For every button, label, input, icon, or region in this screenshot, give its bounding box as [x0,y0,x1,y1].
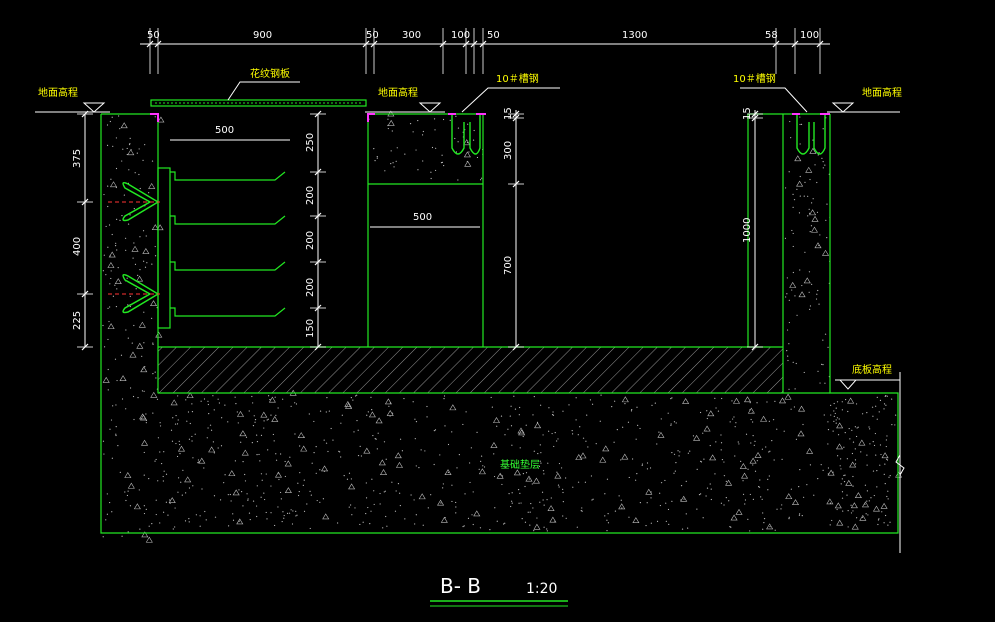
far-right-dim-label: 15 [742,107,753,120]
trench-dimension-line [515,110,756,347]
title-block: B- B 1:20 [430,574,568,607]
channel-steel-right [792,113,830,155]
checker-plate [150,99,375,122]
top-dim-label: 50 [147,30,160,41]
steps-dim-label: 200 [305,186,316,205]
ground-level-right-label: 地面高程 [862,86,902,99]
section-title: B- B [440,574,481,598]
concrete-texture [102,110,903,543]
leader-lines [227,81,808,113]
checker-plate-label: 花纹钢板 [250,67,290,80]
top-dim-label: 1300 [622,30,647,41]
steps-dimension-line [170,114,480,347]
top-dim-label: 900 [253,30,272,41]
channel-steel-left [448,113,486,155]
top-dimension-ticks [146,28,824,74]
elevation-markers [35,102,905,553]
trench-dim-label: 700 [503,256,514,275]
top-dim-label: 300 [402,30,421,41]
scale-label: 1:20 [526,581,557,597]
top-dim-label: 50 [366,30,379,41]
channel-steel-label: 10＃槽钢 [733,72,776,85]
top-dim-label: 100 [800,30,819,41]
ground-level-left-label: 地面高程 [38,86,78,99]
steps-dim-label: 250 [305,133,316,152]
ground-level-mid-label: 地面高程 [378,86,418,99]
left-dim-label: 375 [72,149,83,168]
annotation-texts: 地面高程 地面高程 地面高程 底板高程 花纹钢板 10＃槽钢 10＃槽钢 基础垫… [38,67,902,471]
trench-dim-label: 300 [503,141,514,160]
far-right-dim-label: 1000 [742,218,753,243]
ladder-rungs [157,167,286,329]
channel-steel-label: 10＃槽钢 [496,72,539,85]
steps-dim-label: 200 [305,278,316,297]
trench-dim-label: 15 [503,107,514,120]
steps-dimension-ticks [310,110,326,351]
top-dim-label: 58 [765,30,778,41]
top-dim-label: 50 [487,30,500,41]
bottom-level-label: 底板高程 [852,363,892,376]
trench-dimension-ticks [508,110,763,351]
left-dim-label: 400 [72,237,83,256]
step-width-label: 500 [215,125,234,136]
niche-width-label: 500 [413,212,432,223]
top-dim-label: 100 [451,30,470,41]
anchor-centerlines [108,201,160,295]
left-dimension-ticks [77,110,93,351]
foundation-label: 基础垫层 [500,458,540,471]
left-dim-label: 225 [72,311,83,330]
steps-dim-label: 200 [305,231,316,250]
steps-dim-label: 150 [305,319,316,338]
base-slab [157,346,784,394]
dimension-texts: 50 900 50 300 100 50 1300 58 100 375 400… [72,30,819,338]
